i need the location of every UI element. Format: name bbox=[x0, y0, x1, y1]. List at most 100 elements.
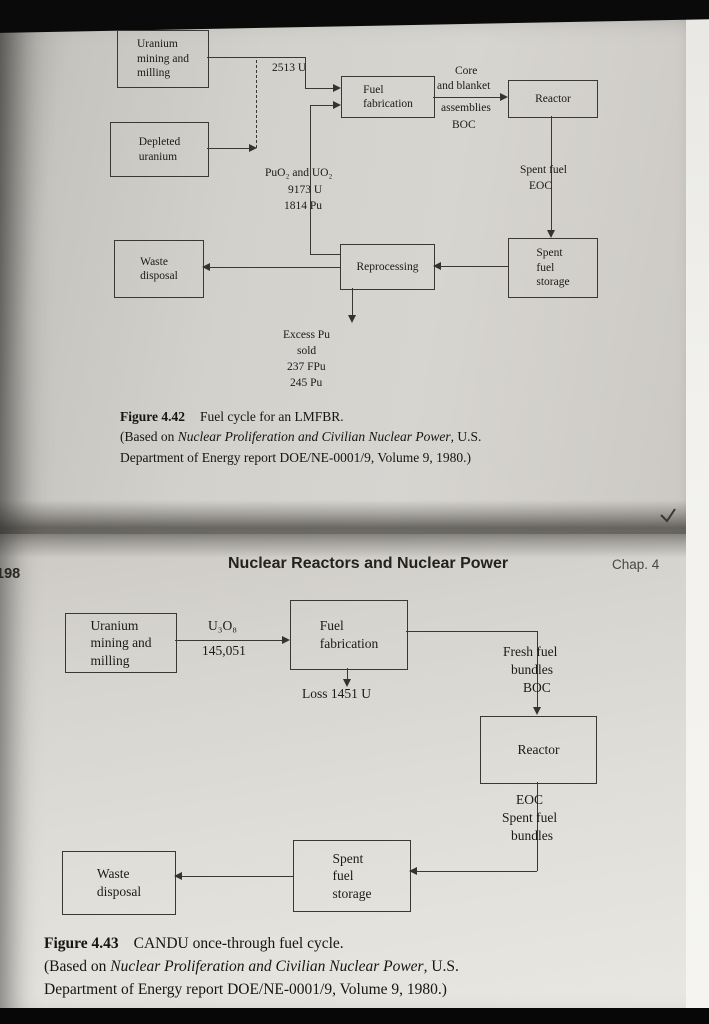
fig43-caption-source: Nuclear Proliferation and Civilian Nucle… bbox=[110, 957, 424, 975]
fig43-arrowhead-loss bbox=[343, 679, 351, 687]
fig43-box-uranium-mining: Uranium mining and milling bbox=[65, 613, 177, 673]
fig42-caption-source: Nuclear Proliferation and Civilian Nucle… bbox=[177, 429, 451, 445]
fig42-line-into-fuelfab-upper bbox=[305, 88, 333, 89]
fig42-line-storage-to-reprocessing bbox=[441, 266, 508, 267]
page-number: 198 bbox=[0, 566, 21, 582]
fig42-label-and-blanket: and blanket bbox=[437, 80, 491, 92]
fig42-label-spent-fuel: Spent fuel bbox=[520, 164, 567, 176]
fig43-line-loss-down bbox=[347, 668, 348, 680]
fig42-line-reprocessing-out-left bbox=[310, 254, 340, 255]
fig43-arrowhead-into-reactor bbox=[533, 707, 541, 715]
fig42-box-depleted-uranium-label: Depleted uranium bbox=[138, 136, 181, 163]
fig42-arrowhead-depleted-out bbox=[249, 144, 257, 152]
fig43-arrowhead-into-waste bbox=[174, 872, 182, 880]
fig42-line-mining-out bbox=[207, 57, 306, 58]
fig43-label-spent-bundles: bundles bbox=[511, 828, 553, 843]
fig42-box-waste-disposal: Waste disposal bbox=[114, 240, 204, 298]
photo-bottom-dark-band bbox=[0, 1008, 709, 1024]
fig43-label-u3o8: U₃O₈ bbox=[208, 618, 237, 633]
page-corner-mark bbox=[658, 506, 678, 531]
fig42-line-recycle-up bbox=[310, 105, 311, 255]
fig42-line-into-fuelfab-lower bbox=[310, 105, 333, 106]
fig43-box-reactor-label: Reactor bbox=[517, 742, 560, 758]
fig42-arrowhead-into-waste bbox=[202, 263, 210, 271]
fig42-label-2513u: 2513 U bbox=[272, 62, 307, 74]
fig43-line-mining-to-fuelfab bbox=[175, 640, 282, 641]
fig42-caption-line2: (Based on Nuclear Proliferation and Civi… bbox=[120, 427, 620, 447]
fig42-label-eoc: EOC bbox=[529, 180, 552, 192]
fig42-label-boc: BOC bbox=[452, 119, 476, 131]
fig43-line-reactor-down bbox=[537, 782, 538, 871]
fig43-label-boc: BOC bbox=[523, 680, 551, 695]
fig42-box-spent-fuel-storage-label: Spent fuel storage bbox=[536, 247, 570, 289]
fig43-caption-number: Figure 4.43 bbox=[44, 935, 119, 952]
fig42-line-depleted-out bbox=[207, 148, 250, 149]
fig43-caption: Figure 4.43 CANDU once-through fuel cycle… bbox=[44, 933, 684, 1002]
fig42-arrowhead-into-reactor bbox=[500, 93, 508, 101]
fig42-box-reactor-label: Reactor bbox=[535, 92, 571, 105]
page-corner-check-icon bbox=[660, 508, 676, 523]
fig42-arrowhead-excess-pu bbox=[348, 315, 356, 323]
fig43-caption-based-post: , U.S. bbox=[423, 957, 459, 975]
fig43-caption-title: CANDU once-through fuel cycle. bbox=[133, 935, 344, 952]
fig42-label-245pu: 245 Pu bbox=[290, 377, 323, 389]
fig42-arrowhead-into-reprocessing bbox=[433, 262, 441, 270]
running-header-chapter: Chap. 4 bbox=[612, 557, 660, 572]
fig42-box-reprocessing: Reprocessing bbox=[340, 244, 435, 290]
photo-right-paper-edge bbox=[684, 0, 709, 1024]
fig43-box-uranium-mining-label: Uranium mining and milling bbox=[90, 617, 152, 668]
fig43-box-spent-fuel-storage-label: Spent fuel storage bbox=[332, 850, 372, 901]
fig42-line-mining-down bbox=[305, 57, 306, 89]
fig43-box-waste-disposal: Waste disposal bbox=[62, 851, 176, 915]
fig42-caption-title: Fuel cycle for an LMFBR. bbox=[200, 409, 344, 424]
fig42-label-237fpu: 237 FPu bbox=[287, 361, 326, 373]
fig42-label-puo2-uo2: PuO₂ and UO₂ bbox=[265, 167, 333, 179]
fig43-arrowhead-into-fuelfab bbox=[282, 636, 290, 644]
fig42-box-waste-disposal-label: Waste disposal bbox=[140, 255, 178, 282]
fig42-arrowhead-into-storage bbox=[547, 230, 555, 238]
fig42-line-reprocessing-to-waste bbox=[210, 267, 340, 268]
fig42-caption-based-pre: (Based on bbox=[120, 429, 178, 445]
fig43-line-down-to-reactor bbox=[537, 631, 538, 708]
fig43-line-to-storage bbox=[417, 871, 537, 872]
fig42-box-fuel-fabrication: Fuel fabrication bbox=[341, 76, 435, 118]
fig43-line-storage-to-waste bbox=[182, 876, 293, 877]
fig42-line-excess-pu-out bbox=[352, 288, 353, 316]
fig42-label-excess-pu: Excess Pu bbox=[283, 329, 330, 341]
fig43-box-fuel-fabrication-label: Fuel fabrication bbox=[319, 618, 379, 651]
fig43-caption-line2: (Based on Nuclear Proliferation and Civi… bbox=[44, 956, 684, 979]
fig43-box-spent-fuel-storage: Spent fuel storage bbox=[293, 840, 411, 912]
fig42-box-uranium-mining-label: Uranium mining and milling bbox=[136, 38, 190, 80]
fig43-box-reactor: Reactor bbox=[480, 716, 597, 784]
fig42-box-spent-fuel-storage: Spent fuel storage bbox=[508, 238, 598, 298]
fig42-box-uranium-mining: Uranium mining and milling bbox=[117, 30, 209, 88]
fig43-label-loss-1451u: Loss 1451 U bbox=[302, 686, 372, 701]
fig43-label-spent-fuel: Spent fuel bbox=[502, 810, 558, 825]
fig42-label-assemblies: assemblies bbox=[441, 102, 491, 114]
fig43-label-fresh-fuel: Fresh fuel bbox=[503, 644, 558, 659]
fig43-caption-based-pre: (Based on bbox=[44, 957, 111, 975]
fig42-box-fuel-fabrication-label: Fuel fabrication bbox=[363, 83, 413, 110]
fig42-label-1814pu: 1814 Pu bbox=[284, 200, 323, 212]
fig43-arrowhead-into-storage bbox=[409, 867, 417, 875]
fig43-label-145051: 145,051 bbox=[202, 643, 246, 658]
fig42-label-core: Core bbox=[455, 65, 478, 77]
fig42-arrowhead-into-fuelfab-lower bbox=[333, 101, 341, 109]
fig42-box-reactor: Reactor bbox=[508, 80, 598, 118]
fig42-label-sold: sold bbox=[297, 345, 317, 357]
fig42-line-reactor-to-storage bbox=[551, 116, 552, 231]
fig42-line-fuelfab-to-reactor bbox=[433, 97, 500, 98]
fig43-caption-line1: Figure 4.43 CANDU once-through fuel cycle… bbox=[44, 933, 684, 956]
running-header-title: Nuclear Reactors and Nuclear Power bbox=[228, 555, 509, 572]
fig43-caption-line3: Department of Energy report DOE/NE-0001/… bbox=[44, 980, 447, 998]
fig42-label-9173u: 9173 U bbox=[288, 184, 323, 196]
fig43-box-waste-disposal-label: Waste disposal bbox=[96, 866, 142, 899]
fig42-caption-line3: Department of Energy report DOE/NE-0001/… bbox=[120, 449, 471, 465]
fig42-caption-based-post: , U.S. bbox=[450, 429, 482, 445]
fig43-box-fuel-fabrication: Fuel fabrication bbox=[290, 600, 408, 670]
fig43-label-fresh-bundles: bundles bbox=[511, 662, 553, 677]
fig42-arrowhead-into-fuelfab-upper bbox=[333, 84, 341, 92]
